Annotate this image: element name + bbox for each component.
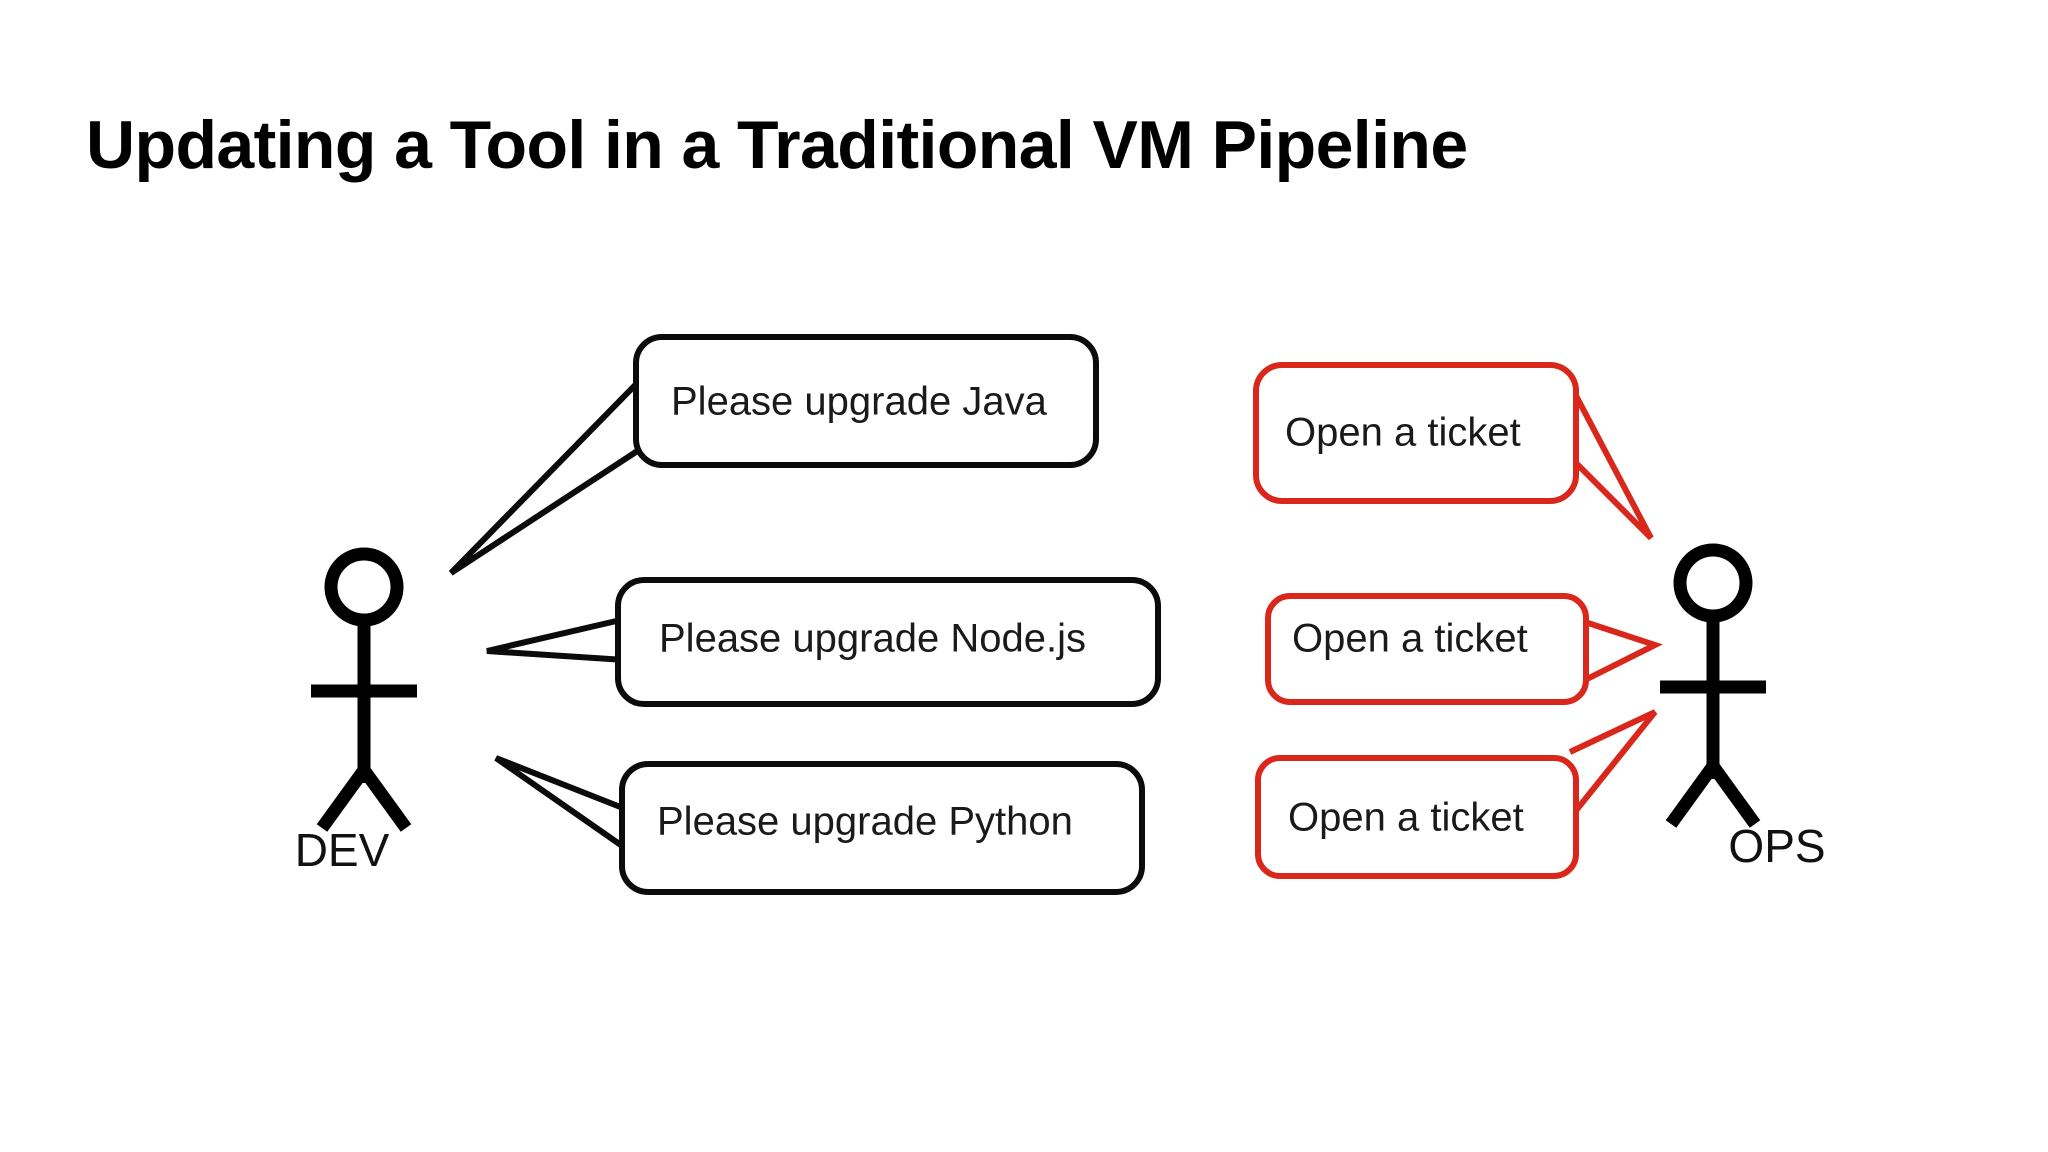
- speech-tail-ops-3: [1567, 709, 1658, 820]
- speech-bubble-ops-1[interactable]: Open a ticket: [1253, 362, 1654, 541]
- speech-tail-dev-3: [494, 755, 630, 853]
- bubble-body-ops-1: [1253, 362, 1579, 504]
- bubble-label-ops-2: Open a ticket: [1292, 617, 1528, 661]
- bubble-label-dev-3: Please upgrade Python: [657, 800, 1073, 844]
- speech-tail-ops-1: [1570, 388, 1654, 541]
- bubble-label-ops-1: Open a ticket: [1285, 411, 1521, 455]
- bubble-body-dev-2: [615, 577, 1161, 707]
- speech-bubble-ops-2[interactable]: Open a ticket: [1265, 593, 1663, 705]
- page-title: Updating a Tool in a Traditional VM Pipe…: [86, 107, 1468, 183]
- dev-head-icon: [324, 547, 404, 627]
- actor-dev-label: DEV: [295, 824, 390, 876]
- actor-ops-label: OPS: [1728, 820, 1825, 872]
- bubble-body-dev-1: [633, 334, 1099, 468]
- bubble-label-ops-3: Open a ticket: [1288, 796, 1524, 840]
- dev-leg-left: [316, 766, 370, 832]
- actor-ops[interactable]: OPS: [1660, 543, 1826, 872]
- bubble-body-ops-3: [1255, 755, 1579, 879]
- ops-leg-right: [1707, 762, 1761, 828]
- bubble-body-ops-2: [1265, 593, 1589, 705]
- ops-head-icon: [1673, 543, 1753, 623]
- ops-leg-left: [1665, 762, 1719, 828]
- speech-tail-dev-1: [448, 369, 651, 576]
- speech-bubble-dev-1[interactable]: Please upgrade Java: [448, 334, 1099, 576]
- speech-bubble-dev-3[interactable]: Please upgrade Python: [494, 755, 1145, 895]
- bubble-body-dev-3: [619, 761, 1145, 895]
- bubble-label-dev-1: Please upgrade Java: [671, 380, 1048, 424]
- speech-bubble-dev-2[interactable]: Please upgrade Node.js: [486, 577, 1161, 707]
- dev-leg-right: [358, 766, 412, 832]
- bubble-label-dev-2: Please upgrade Node.js: [659, 617, 1086, 661]
- speech-tail-dev-2: [486, 616, 626, 663]
- speech-tail-ops-2: [1583, 619, 1663, 683]
- actor-dev[interactable]: DEV: [295, 547, 417, 876]
- speech-bubble-ops-3[interactable]: Open a ticket: [1255, 709, 1658, 879]
